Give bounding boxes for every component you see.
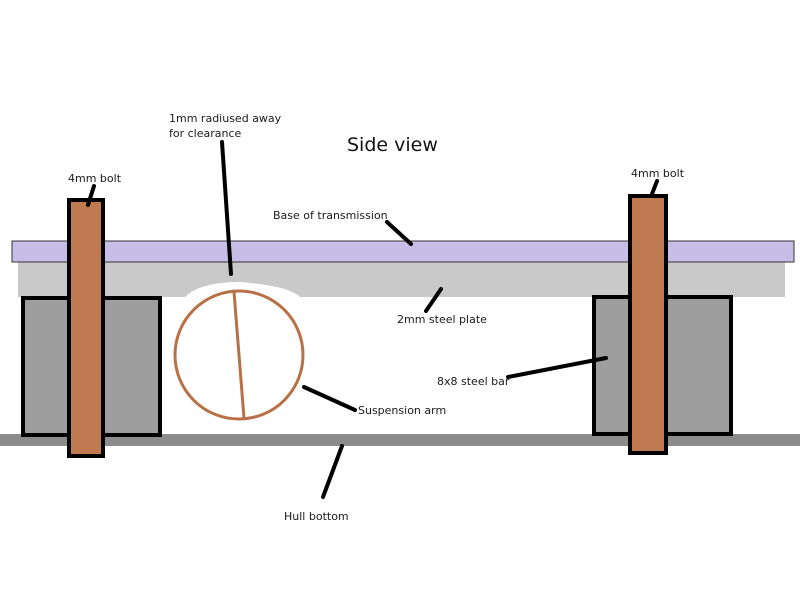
hull-bottom (0, 434, 800, 446)
diagram-title: Side view (347, 134, 438, 156)
label-suspension-arm: Suspension arm (358, 404, 446, 417)
transmission-base (11, 240, 795, 263)
leader-hull-bottom (321, 444, 344, 499)
leader-lines (86, 140, 659, 499)
leader-clearance (220, 140, 233, 276)
bolt-left (67, 198, 105, 458)
label-bolt-right: 4mm bolt (631, 167, 685, 180)
suspension-arm-spoke (232, 291, 246, 419)
leader-bolt-left (86, 184, 96, 207)
leader-transmission (385, 220, 413, 246)
label-clearance-line2: for clearance (169, 127, 242, 140)
leader-bolt-right (650, 179, 659, 196)
label-steel-bar: 8x8 steel bar (437, 375, 510, 388)
label-bolt-left: 4mm bolt (68, 172, 122, 185)
bolt-right (628, 194, 668, 455)
label-hull-bottom: Hull bottom (284, 510, 349, 523)
leader-steel-bar (506, 356, 608, 379)
leader-steel-plate (424, 287, 443, 313)
label-transmission: Base of transmission (273, 209, 388, 222)
leader-suspension-arm (302, 385, 357, 412)
label-clearance-line1: 1mm radiused away (169, 112, 282, 125)
label-steel-plate: 2mm steel plate (397, 313, 487, 326)
steel-plate (18, 262, 785, 297)
